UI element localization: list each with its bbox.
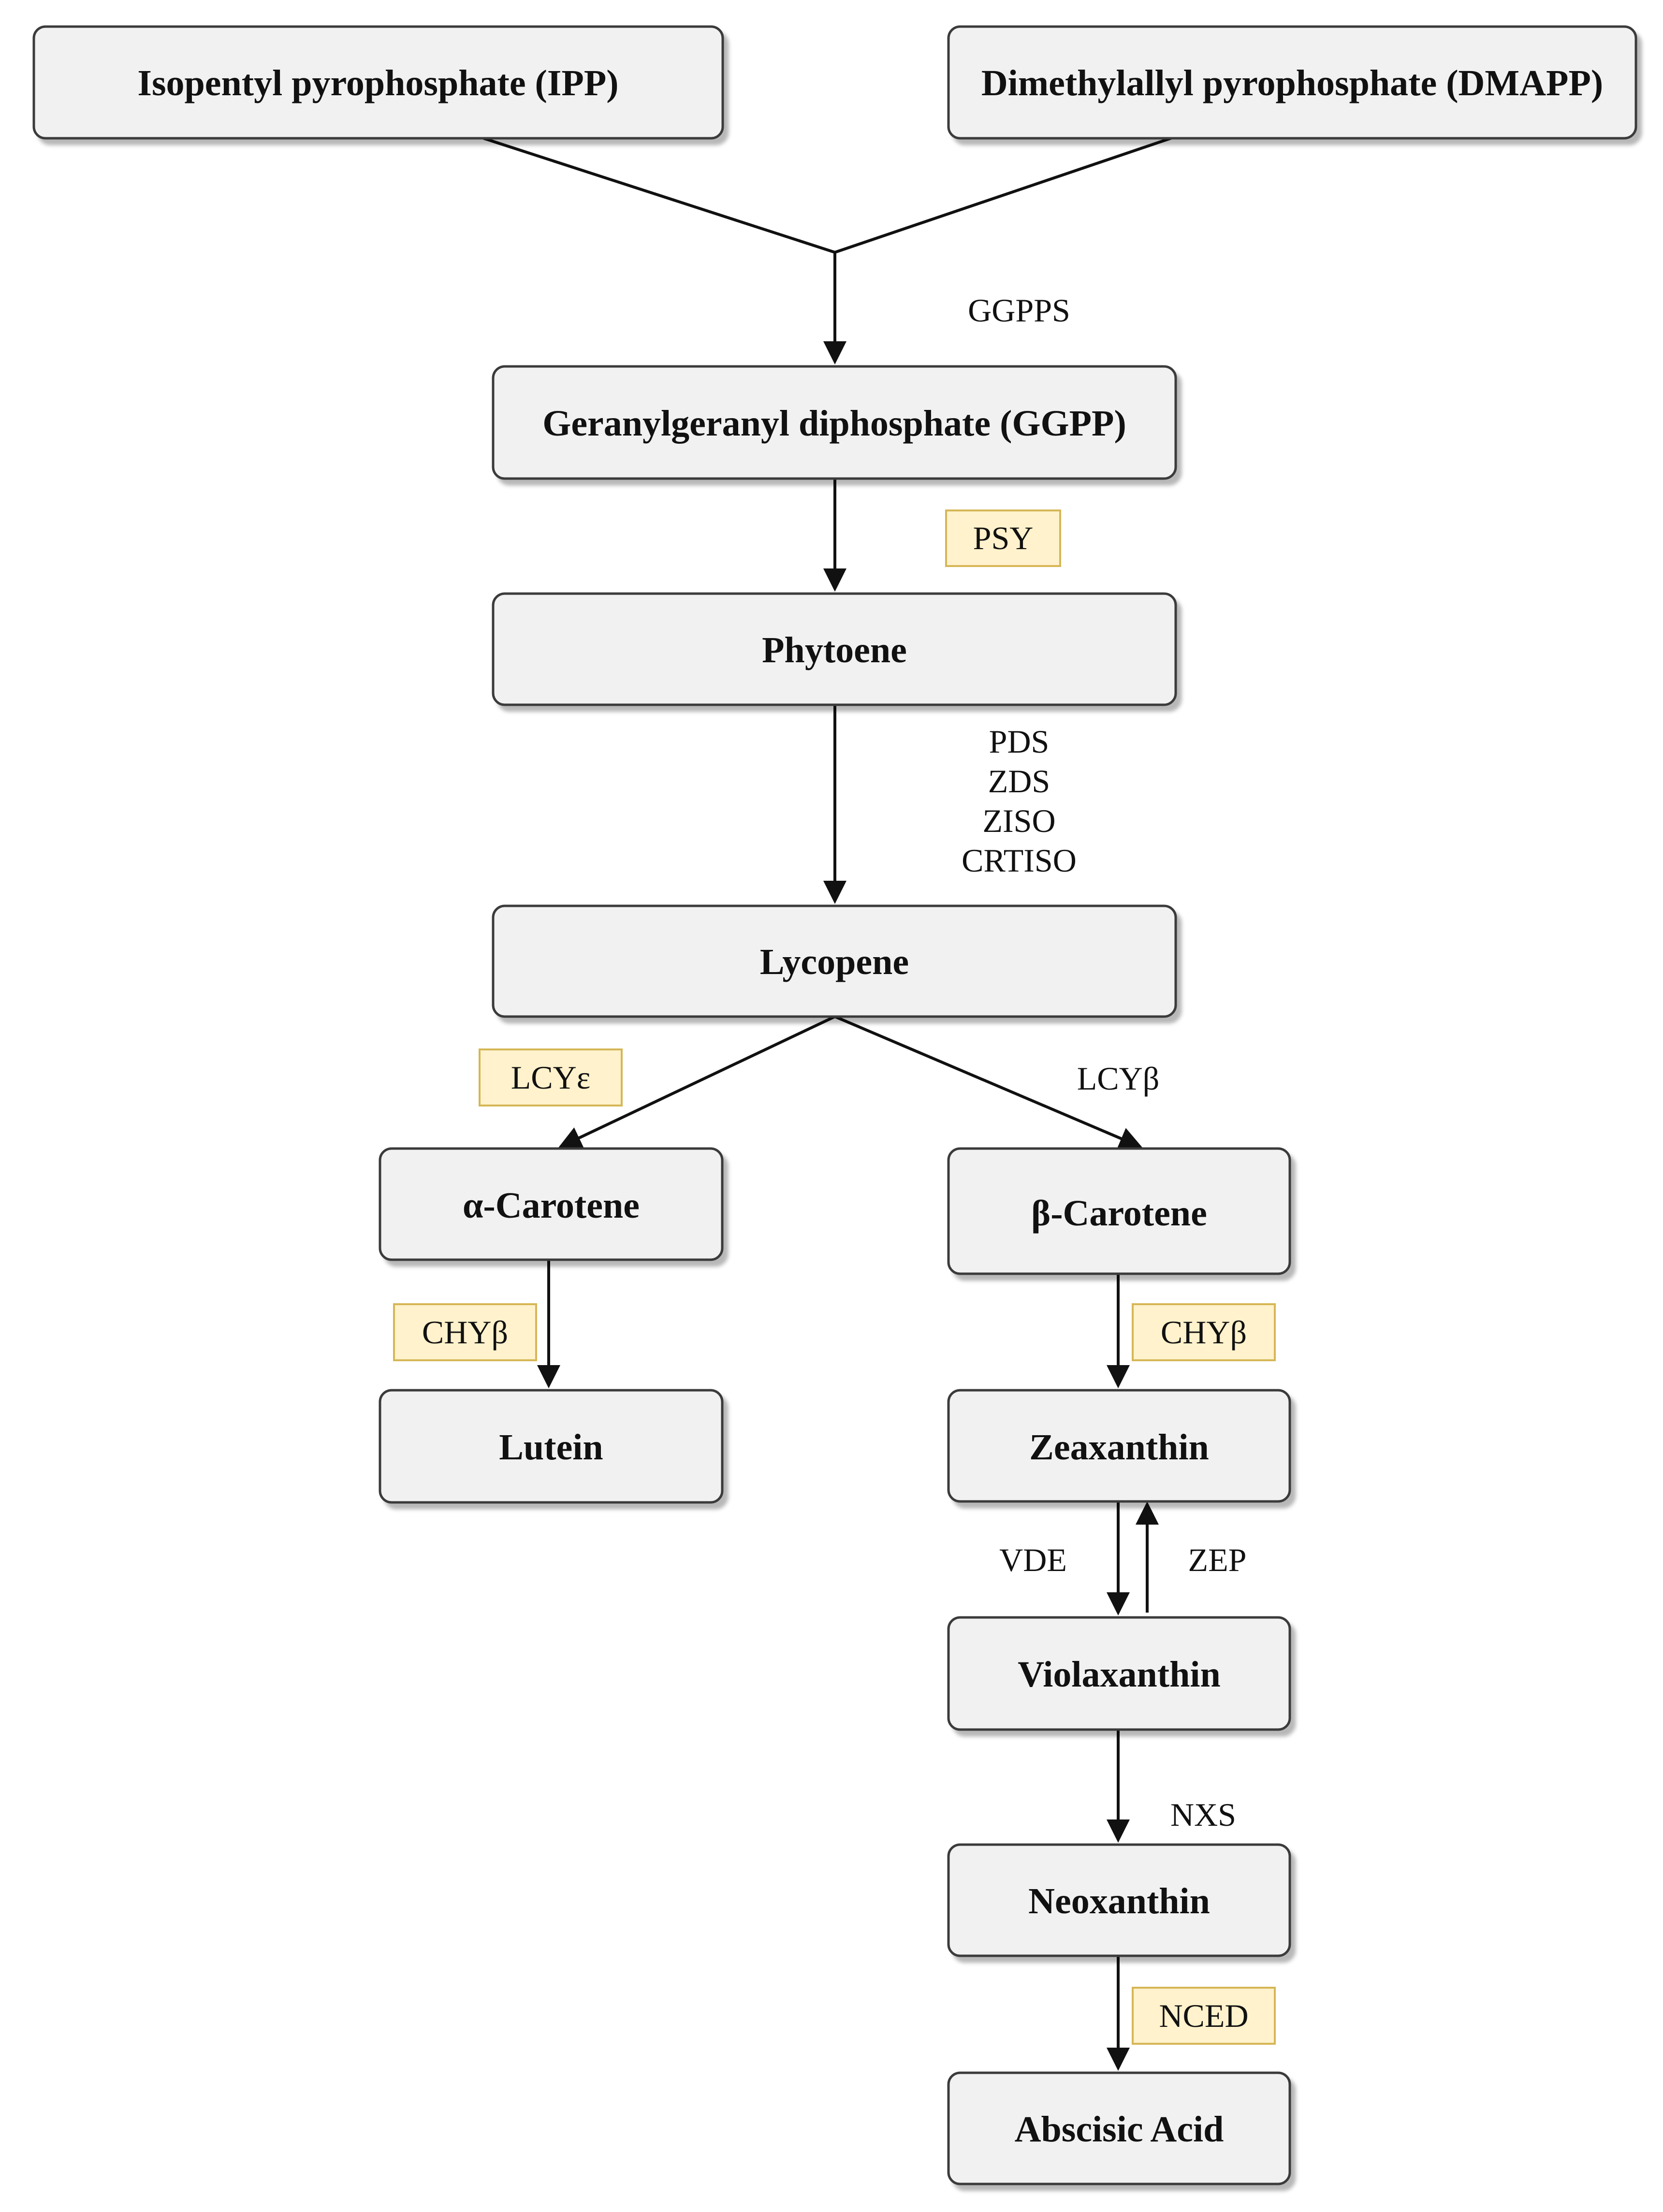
node-ggpp-label: Geranylgeranyl diphosphate (GGPP) — [542, 403, 1126, 444]
node-lycopene-label: Lycopene — [760, 942, 909, 982]
enzyme-nced-badge: NCED — [1132, 1987, 1276, 2045]
enzyme-lcy-beta: LCYβ — [1077, 1060, 1160, 1097]
arrow-lycopene-to-beta-carotene — [834, 1015, 1143, 1150]
node-alpha-carotene: α-Carotene — [379, 1147, 724, 1261]
node-ipp-label: Isopentyl pyrophosphate (IPP) — [137, 63, 618, 103]
enzyme-crtiso: CRTISO — [962, 842, 1077, 879]
node-beta-carotene-label: β-Carotene — [1031, 1193, 1207, 1234]
arrow-lycopene-to-alpha-carotene — [558, 1015, 836, 1149]
edge-ipp-merge — [483, 137, 835, 254]
node-violaxanthin: Violaxanthin — [947, 1616, 1291, 1731]
edge-dmapp-merge — [834, 137, 1171, 254]
enzyme-lcy-epsilon: LCYε — [511, 1059, 591, 1096]
enzyme-psy: PSY — [973, 520, 1034, 556]
node-phytoene: Phytoene — [492, 592, 1177, 706]
enzyme-lcy-epsilon-badge: LCYε — [479, 1048, 623, 1106]
node-lutein-label: Lutein — [499, 1427, 603, 1468]
node-beta-carotene: β-Carotene — [947, 1147, 1291, 1275]
node-ipp: Isopentyl pyrophosphate (IPP) — [32, 25, 724, 140]
node-phytoene-label: Phytoene — [762, 630, 907, 670]
node-violaxanthin-label: Violaxanthin — [1018, 1654, 1221, 1695]
node-dmapp: Dimethylallyl pyrophosphate (DMAPP) — [947, 25, 1637, 140]
enzyme-pds: PDS — [989, 723, 1050, 760]
node-abscisic-acid: Abscisic Acid — [947, 2071, 1291, 2185]
node-zeaxanthin: Zeaxanthin — [947, 1389, 1291, 1503]
enzyme-ziso: ZISO — [982, 802, 1055, 839]
enzyme-vde: VDE — [999, 1542, 1067, 1578]
enzyme-nced: NCED — [1159, 1997, 1248, 2034]
enzyme-psy-badge: PSY — [945, 509, 1061, 567]
enzyme-chy-beta-left: CHYβ — [422, 1314, 508, 1351]
enzyme-chy-beta-left-badge: CHYβ — [393, 1303, 537, 1361]
node-alpha-carotene-label: α-Carotene — [463, 1185, 640, 1226]
node-ggpp: Geranylgeranyl diphosphate (GGPP) — [492, 365, 1177, 480]
node-zeaxanthin-label: Zeaxanthin — [1029, 1427, 1209, 1468]
enzyme-nxs: NXS — [1170, 1796, 1236, 1833]
node-abscisic-acid-label: Abscisic Acid — [1015, 2109, 1224, 2150]
enzyme-chy-beta-right: CHYβ — [1161, 1314, 1247, 1351]
node-dmapp-label: Dimethylallyl pyrophosphate (DMAPP) — [981, 63, 1603, 103]
connectors — [483, 137, 1171, 2071]
node-lycopene: Lycopene — [492, 904, 1177, 1018]
node-neoxanthin-label: Neoxanthin — [1028, 1881, 1210, 1921]
node-neoxanthin: Neoxanthin — [947, 1843, 1291, 1957]
enzyme-chy-beta-right-badge: CHYβ — [1132, 1303, 1276, 1361]
enzyme-zep: ZEP — [1188, 1542, 1247, 1578]
enzyme-zds: ZDS — [988, 763, 1050, 800]
node-lutein: Lutein — [379, 1389, 724, 1504]
enzyme-ggpps: GGPPS — [968, 292, 1070, 329]
